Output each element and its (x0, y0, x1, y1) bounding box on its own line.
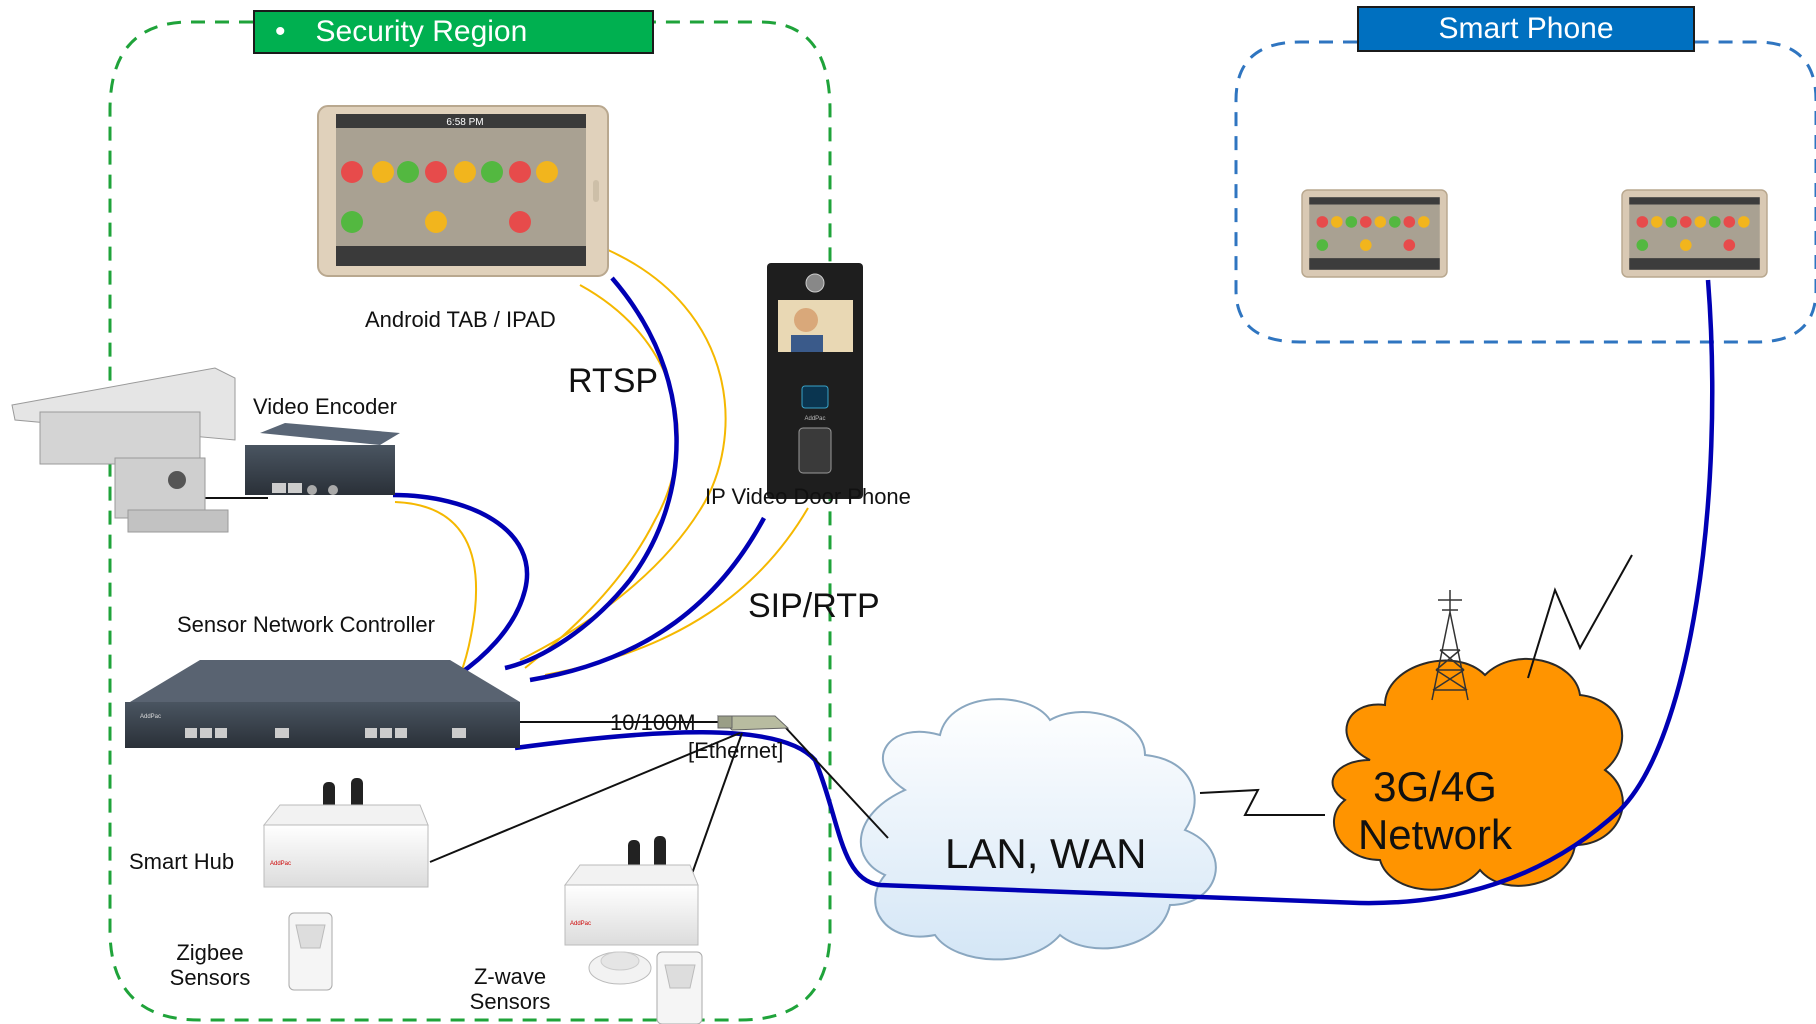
yellow-cable-tablet-a (524, 284, 679, 669)
tablet-label: Android TAB / IPAD (365, 307, 556, 332)
black-cable-switch-hub (429, 732, 741, 863)
ip-video-door-phone: AddPac (767, 263, 863, 499)
zigbee-label-line1: Zigbee (176, 940, 244, 965)
zigbee-sensors-label: Zigbee Sensors (160, 940, 260, 991)
zigbee-label-line2: Sensors (169, 965, 251, 991)
svg-text:AddPac: AddPac (804, 416, 825, 422)
rtsp-label: RTSP (568, 362, 659, 400)
mobile-network-line1: 3G/4G (1373, 763, 1497, 810)
security-region-boundary (108, 20, 832, 1022)
title-bullet: • (275, 15, 286, 48)
zwave-smoke-sensor (588, 951, 652, 985)
zwave-sensors-label: Z-wave Sensors (460, 964, 560, 1015)
door-phone-label: IP Video Door Phone (705, 484, 911, 509)
controller-label: Sensor Network Controller (177, 612, 435, 637)
sip-rtp-label: SIP/RTP (748, 587, 880, 625)
smart-hub-label: Smart Hub (129, 849, 235, 874)
zwave-hub-device: AddPac (564, 836, 699, 946)
tablet-app-icons (341, 161, 558, 233)
yellow-cable-tablet-b (519, 249, 727, 661)
black-cable-switch-zwave (687, 732, 743, 886)
svg-text:6:58 PM: 6:58 PM (446, 117, 483, 128)
smart-hub-device: AddPac (262, 778, 429, 888)
ethernet-speed-label: 10/100M (610, 710, 696, 735)
black-cable-switch-lan (785, 727, 889, 839)
svg-text:AddPac: AddPac (140, 714, 161, 720)
zigbee-motion-sensor (288, 912, 333, 991)
lan-wan-label: LAN, WAN (945, 830, 1147, 877)
ethernet-type-label: [Ethernet] (688, 738, 784, 763)
radio-tower-icon (1431, 590, 1469, 701)
svg-text:AddPac: AddPac (270, 861, 291, 867)
smart-phone-device-2 (1621, 189, 1768, 278)
zwave-label-line1: Z-wave (473, 964, 547, 989)
blue-cable-encoder (392, 492, 530, 677)
smart-phone-device-1 (1301, 189, 1448, 278)
ethernet-switch-icon (716, 715, 790, 731)
smart-phone-region-boundary (1234, 40, 1816, 344)
mobile-network-label: 3G/4G Network (1340, 763, 1530, 860)
lightning-icon (1527, 554, 1633, 679)
blue-cable-doorphone (529, 516, 766, 683)
security-camera (11, 367, 236, 533)
video-encoder-device (245, 423, 400, 495)
zwave-motion-sensor (656, 951, 703, 1024)
yellow-cable-encoder (394, 501, 478, 676)
android-tablet: 6:58 PM (317, 105, 609, 277)
security-region-label: Security Region (315, 15, 528, 48)
mobile-network-line2: Network (1357, 811, 1513, 859)
blue-cable-controller-mobile (514, 279, 1715, 906)
wireless-link-icon (1199, 788, 1325, 816)
zwave-label-line2: Sensors (469, 989, 551, 1015)
sensor-network-controller-device: AddPac (125, 660, 520, 748)
svg-text:AddPac: AddPac (570, 921, 591, 927)
video-encoder-label: Video Encoder (253, 394, 397, 419)
smart-phone-region-label: Smart Phone (1438, 12, 1614, 45)
blue-cable-tablet (504, 276, 679, 671)
smart-phone-region-title: Smart Phone (1357, 6, 1695, 52)
security-region-title: • Security Region (253, 10, 654, 54)
